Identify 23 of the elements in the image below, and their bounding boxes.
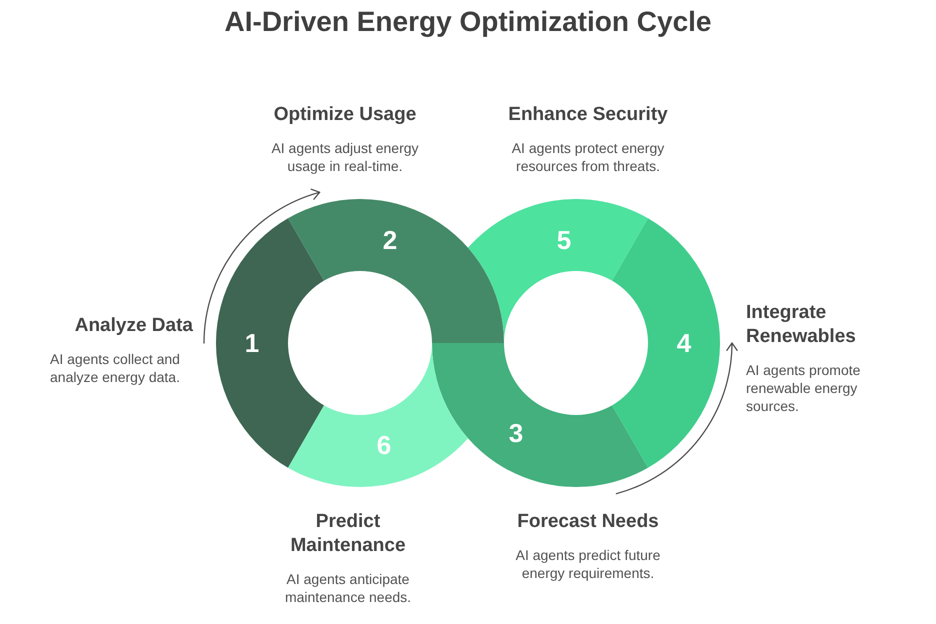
step-description: AI agents promote renewable energy sources. [746, 361, 862, 415]
step-description: AI agents predict future energy requirements. [514, 546, 662, 582]
step-number: 2 [382, 225, 398, 255]
step-title: Enhance Security [507, 103, 669, 127]
step-title: Forecast Needs [516, 510, 660, 534]
step-title: Predict Maintenance [289, 510, 407, 558]
step-number: 4 [676, 328, 692, 358]
step-number: 1 [244, 328, 260, 358]
step-description: AI agents anticipate maintenance needs. [284, 570, 412, 606]
ring-segment [216, 218, 324, 468]
step-description: AI agents collect and analyze energy data. [50, 350, 181, 386]
step-title: Analyze Data [74, 314, 193, 338]
diagram-title: AI-Driven Energy Optimization Cycle [224, 5, 712, 39]
step-title: Optimize Usage [272, 103, 418, 127]
ring-segment [612, 218, 720, 468]
step-number: 3 [508, 418, 524, 448]
ring-segment [288, 199, 504, 343]
step-number: 5 [556, 225, 572, 255]
step-title: Integrate Renewables [746, 301, 857, 349]
ring-segment [432, 343, 648, 487]
step-number: 6 [376, 430, 392, 460]
step-description: AI agents adjust energy usage in real-time. [270, 139, 420, 175]
step-description: AI agents protect energy resources from threats. [510, 139, 666, 175]
